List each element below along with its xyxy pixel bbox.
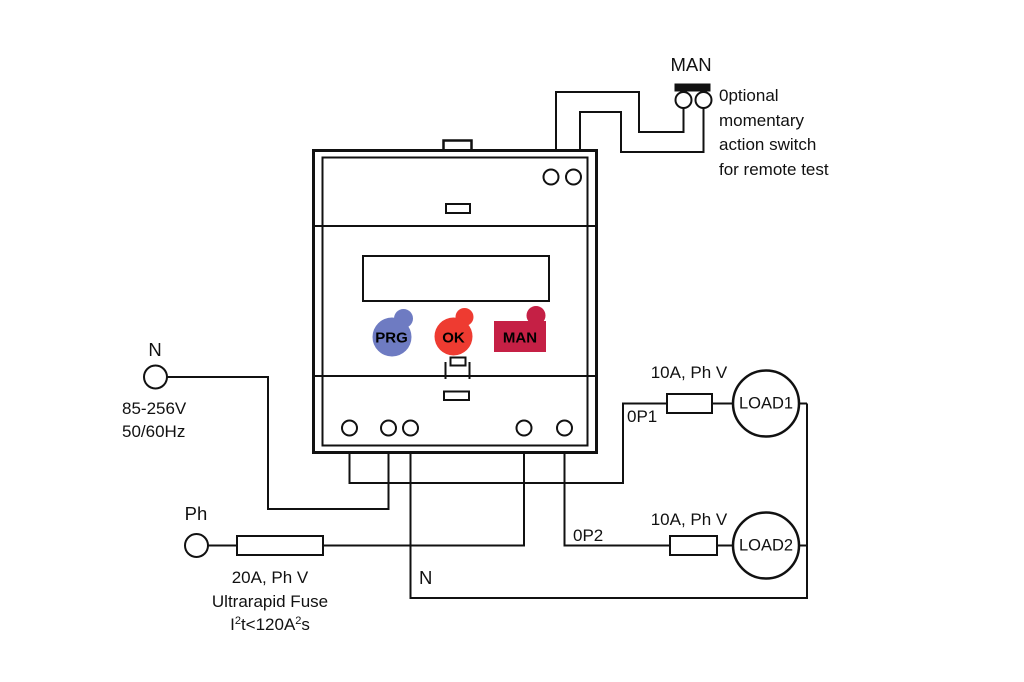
i2t-part: s xyxy=(301,615,310,634)
output1-fuse-rating: 10A, Ph V xyxy=(650,363,728,382)
main-fuse-type: Ultrarapid Fuse xyxy=(211,592,329,611)
note-line-2: momentary xyxy=(719,110,805,130)
din-clip-slot xyxy=(449,356,467,367)
output1-terminal-label: 0P1 xyxy=(627,407,658,426)
ok-button[interactable] xyxy=(434,308,474,356)
i2t-part: I xyxy=(230,615,235,634)
remote-switch-contact-right[interactable] xyxy=(694,91,713,109)
main-fuse-i2t: I2t<120A2s xyxy=(230,615,310,635)
terminal-op2 xyxy=(556,419,573,437)
i2t-sup: 2 xyxy=(295,615,302,627)
terminal-op1 xyxy=(341,419,358,437)
note-line-3: action switch xyxy=(719,135,817,154)
i2t-part: t<120A xyxy=(240,615,296,634)
neutral-terminal xyxy=(143,364,168,390)
wire-remote-switch-b xyxy=(579,108,705,153)
man-button-label[interactable]: MAN xyxy=(502,329,538,347)
remote-switch-label: MAN xyxy=(670,54,712,75)
note-line-4: for remote test xyxy=(719,159,829,179)
remote-switch-note: 0ptional momentary action switch for rem… xyxy=(719,84,829,182)
load2-symbol xyxy=(731,511,801,580)
neutral-supply-label: N xyxy=(148,339,162,360)
wire-neutral-supply xyxy=(167,376,390,510)
device-inner-outline xyxy=(321,156,589,447)
remote-switch-bar[interactable] xyxy=(674,83,711,92)
phase-supply-label: Ph xyxy=(184,503,208,524)
main-fuse-symbol xyxy=(236,535,324,556)
wire-neutral-return-rail xyxy=(409,403,808,599)
prg-button-body[interactable] xyxy=(372,317,412,357)
load2-label: LOAD2 xyxy=(738,536,794,555)
i2t-sup: 2 xyxy=(234,615,241,627)
load1-symbol xyxy=(731,369,801,438)
output2-terminal-label: 0P2 xyxy=(573,526,604,545)
output1-fuse-symbol xyxy=(666,393,713,414)
indicator-led-1 xyxy=(542,168,560,186)
wire-output2 xyxy=(563,453,670,547)
prg-button[interactable] xyxy=(372,309,414,357)
man-button-body[interactable] xyxy=(494,321,546,352)
frequency-label: 50/60Hz xyxy=(122,422,186,441)
main-fuse-rating: 20A, Ph V xyxy=(231,568,309,587)
man-button[interactable] xyxy=(494,306,546,352)
phase-terminal xyxy=(184,533,209,558)
indicator-led-2 xyxy=(565,168,582,186)
wire-output1 xyxy=(348,402,667,484)
device-slot-bottom xyxy=(443,390,470,401)
ok-button-body[interactable] xyxy=(434,317,473,356)
remote-switch-contact-left[interactable] xyxy=(674,91,693,109)
ok-button-label[interactable]: OK xyxy=(442,329,465,347)
device-slot-top xyxy=(445,203,471,214)
wire-remote-switch-a xyxy=(555,91,685,150)
output2-fuse-symbol xyxy=(669,535,718,556)
neutral-return-label: N xyxy=(419,567,433,588)
wire-fuse-to-device xyxy=(323,453,525,547)
terminal-neutral-out xyxy=(402,419,419,437)
voltage-label: 85-256V xyxy=(122,399,187,418)
terminal-neutral-in xyxy=(380,419,397,437)
man-button-bump[interactable] xyxy=(526,306,546,325)
prg-button-label[interactable]: PRG xyxy=(375,329,408,347)
device-display xyxy=(362,255,550,302)
note-line-1: 0ptional xyxy=(719,86,779,105)
output2-fuse-rating: 10A, Ph V xyxy=(650,510,728,529)
terminal-phase-in xyxy=(515,419,533,437)
load1-label: LOAD1 xyxy=(738,394,794,413)
